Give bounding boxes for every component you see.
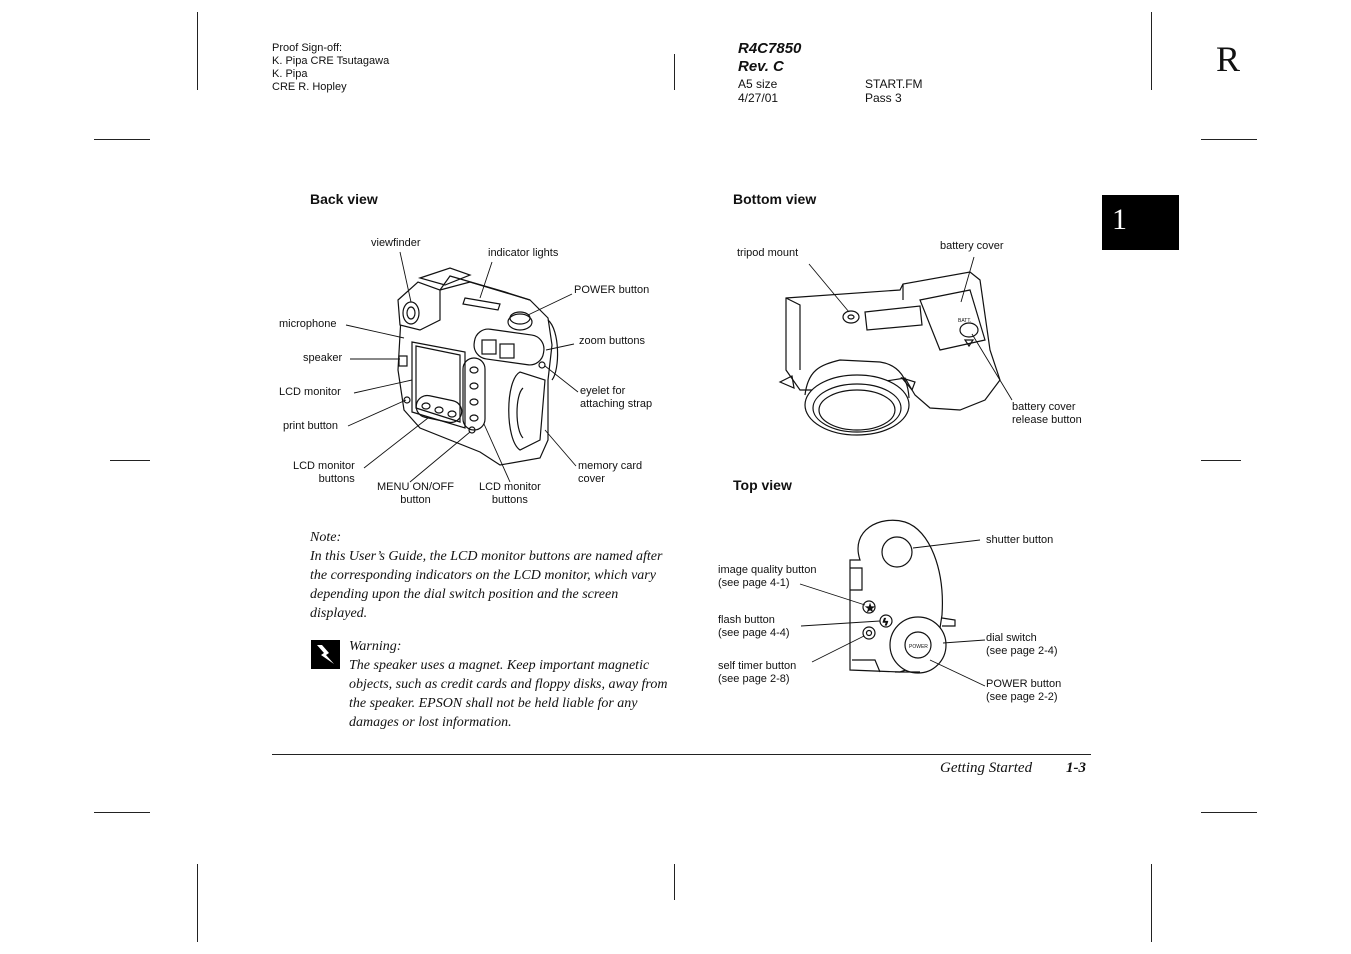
flash-label-line: (see page 4-4): [718, 627, 790, 639]
crop-mark: [674, 864, 675, 900]
self-timer-line: self timer button: [718, 660, 797, 672]
pass-number: Pass 3: [865, 91, 902, 105]
lcd-buttons-left-line: buttons: [318, 473, 355, 485]
top-power-button-label: POWER button (see page 2-2): [986, 678, 1061, 704]
lcd-buttons-left-label: LCD monitor buttons: [293, 460, 355, 486]
dial-label-line: (see page 2-4): [986, 645, 1058, 657]
memory-card-line: cover: [578, 473, 605, 485]
top-view-title: Top view: [733, 477, 792, 493]
svg-text:★: ★: [866, 603, 874, 613]
note-heading: Note:: [310, 530, 342, 545]
image-quality-line: image quality button: [718, 564, 817, 576]
menu-button-label: MENU ON/OFF button: [377, 481, 454, 507]
image-quality-line: (see page 4-1): [718, 577, 790, 589]
dial-switch-label: dial switch (see page 2-4): [986, 632, 1058, 658]
proof-line: K. Pipa: [272, 68, 308, 80]
crop-mark: [1151, 12, 1152, 90]
crop-mark: [94, 139, 150, 140]
release-label-line: release button: [1012, 414, 1082, 426]
file-name: START.FM: [865, 77, 923, 91]
eyelet-label-line: attaching strap: [580, 398, 653, 410]
crop-mark: [110, 460, 150, 461]
chapter-tab: 1: [1102, 195, 1179, 250]
flash-label-line: flash button: [718, 614, 775, 626]
memory-card-cover-label: memory card cover: [578, 460, 642, 486]
crop-mark: [94, 812, 150, 813]
lcd-buttons-bottom-line: LCD monitor: [479, 481, 541, 493]
proof-line: Proof Sign-off:: [272, 42, 343, 54]
crop-mark: [197, 864, 198, 942]
proof-signoff: Proof Sign-off: K. Pipa CRE Tsutagawa K.…: [272, 42, 389, 94]
proof-date: 4/27/01: [738, 91, 779, 105]
crop-mark: [197, 12, 198, 90]
proof-line: K. Pipa CRE Tsutagawa: [272, 55, 390, 67]
svg-text:ϟ: ϟ: [883, 617, 888, 627]
dial-label-line: dial switch: [986, 632, 1037, 644]
crop-mark: [1151, 864, 1152, 942]
footer-rule: [272, 754, 1091, 755]
warning-block: Warning: The speaker uses a magnet. Keep…: [349, 637, 671, 732]
batt-mark: BATT.: [958, 318, 971, 324]
footer-section: Getting Started: [940, 760, 1033, 776]
flash-button-label: flash button (see page 4-4): [718, 614, 790, 640]
tripod-mount-label: tripod mount: [737, 247, 799, 259]
bottom-view-title: Bottom view: [733, 191, 817, 207]
warning-icon: [311, 640, 340, 669]
crop-mark: [1201, 139, 1257, 140]
memory-card-line: memory card: [578, 460, 643, 472]
release-label-line: battery cover: [1012, 401, 1076, 413]
battery-release-label: battery cover release button: [1012, 401, 1082, 427]
dial-power-text: POWER: [909, 644, 928, 650]
crop-mark: [1201, 460, 1241, 461]
lcd-monitor-label: LCD monitor: [279, 386, 341, 398]
microphone-label: microphone: [279, 318, 337, 330]
warning-text: The speaker uses a magnet. Keep importan…: [349, 658, 668, 730]
battery-cover-label: battery cover: [940, 240, 1004, 252]
crop-mark: [1201, 812, 1257, 813]
proof-line: CRE R. Hopley: [272, 81, 347, 93]
eyelet-label: eyelet for attaching strap: [580, 385, 652, 411]
lcd-buttons-bottom-line: buttons: [491, 494, 528, 506]
note-text: In this User’s Guide, the LCD monitor bu…: [310, 549, 663, 621]
speaker-label: speaker: [303, 352, 343, 364]
footer-page-number: 1-3: [1066, 760, 1086, 776]
corner-letter: R: [1216, 39, 1241, 79]
self-timer-line: (see page 2-8): [718, 673, 790, 685]
lcd-buttons-bottom-label: LCD monitor buttons: [479, 481, 541, 507]
eyelet-label-line: eyelet for: [580, 385, 626, 397]
back-view-title: Back view: [310, 191, 378, 207]
warning-heading: Warning:: [349, 639, 402, 654]
top-power-line: (see page 2-2): [986, 691, 1058, 703]
lcd-buttons-left-line: LCD monitor: [293, 460, 355, 472]
shutter-button-label: shutter button: [986, 534, 1054, 546]
indicator-lights-label: indicator lights: [488, 247, 559, 259]
crop-mark: [674, 54, 675, 90]
print-button-label: print button: [283, 420, 339, 432]
menu-label-line: MENU ON/OFF: [377, 481, 454, 493]
paper-size: A5 size: [738, 77, 778, 91]
self-timer-label: self timer button (see page 2-8): [718, 660, 796, 686]
chapter-number: 1: [1112, 203, 1127, 236]
zoom-buttons-label: zoom buttons: [579, 335, 646, 347]
image-quality-label: image quality button (see page 4-1): [718, 564, 816, 590]
note-block: Note: In this User’s Guide, the LCD moni…: [310, 528, 675, 623]
revision: Rev. C: [738, 58, 784, 75]
power-button-label: POWER button: [574, 284, 650, 296]
top-power-line: POWER button: [986, 678, 1062, 690]
menu-label-line: button: [400, 494, 431, 506]
viewfinder-label: viewfinder: [371, 237, 421, 249]
model-number: R4C7850: [738, 40, 802, 57]
